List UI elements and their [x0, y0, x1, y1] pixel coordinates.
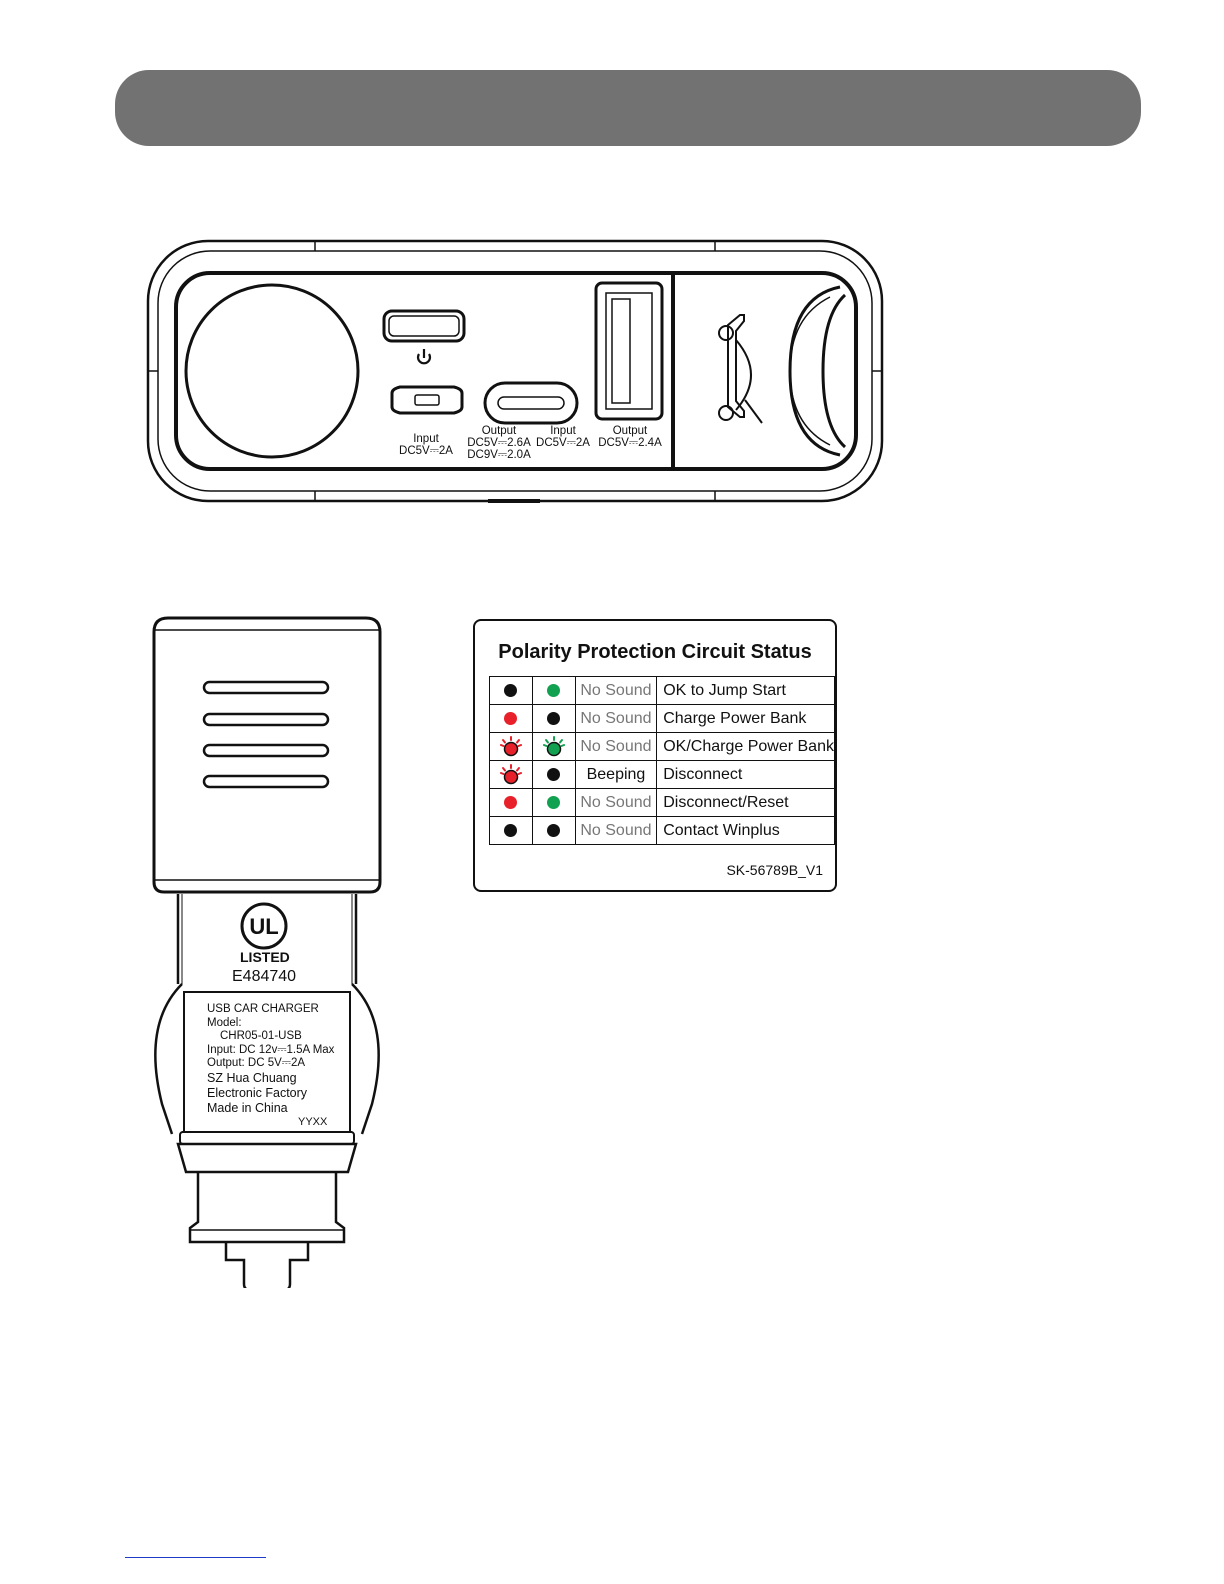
port-rating: DC5V⎓2A: [536, 437, 590, 449]
led-dot-icon: [504, 823, 518, 837]
port-rating: DC5V⎓2.4A: [598, 437, 662, 449]
led-red-indicator: [489, 760, 533, 789]
led-red-indicator: [489, 788, 533, 817]
led-dot-icon: [547, 711, 561, 725]
led-green-indicator: [531, 732, 576, 761]
meaning-cell: Contact Winplus: [656, 816, 835, 845]
meaning-cell: Disconnect: [656, 760, 835, 789]
polarity-status-card: Polarity Protection Circuit Status No So…: [473, 619, 837, 892]
label-line: Input: DC 12v⎓1.5A Max: [207, 1043, 335, 1056]
flashing-led-icon: [542, 735, 565, 758]
sound-cell: No Sound: [574, 704, 658, 733]
port-label-usb-c-output: Output DC5V⎓2.6A DC9V⎓2.0A: [464, 425, 534, 461]
label-line: SZ Hua Chuang: [207, 1070, 297, 1085]
sound-cell: No Sound: [574, 816, 658, 845]
usb-car-charger-illustration: UL: [152, 616, 382, 1288]
ul-listed-text: LISTED: [240, 949, 290, 965]
port-rating: DC5V⎓2A: [399, 445, 453, 457]
port-rating-secondary: DC9V⎓2.0A: [467, 449, 531, 461]
led-green-indicator: [531, 760, 576, 789]
led-green-indicator: [531, 704, 576, 733]
meaning-cell: Charge Power Bank: [656, 704, 835, 733]
port-direction: Input: [413, 433, 439, 445]
status-title: Polarity Protection Circuit Status: [498, 641, 812, 663]
label-line: Output: DC 5V⎓2A: [207, 1057, 306, 1069]
sound-cell: No Sound: [574, 676, 658, 705]
jump-starter-front-panel: [146, 239, 884, 503]
led-dot-icon: [547, 683, 561, 697]
charger-rating-label: USB CAR CHARGER Model: CHR05-01-USB Inpu…: [207, 1003, 334, 1116]
label-line: Made in China: [207, 1100, 288, 1115]
power-icon: [416, 349, 432, 365]
led-red-indicator: [489, 732, 533, 761]
meaning-cell: OK to Jump Start: [656, 676, 835, 705]
header-bar: [115, 70, 1141, 146]
led-dot-icon: [547, 767, 561, 781]
led-dot-icon: [504, 795, 518, 809]
led-green-indicator: [531, 816, 576, 845]
sound-cell: Beeping: [574, 760, 658, 789]
flashing-led-icon: [499, 763, 522, 786]
label-line: CHR05-01-USB: [220, 1030, 302, 1042]
label-line: USB CAR CHARGER: [207, 1003, 319, 1015]
led-red-indicator: [489, 676, 533, 705]
led-green-indicator: [531, 788, 576, 817]
led-green-indicator: [531, 676, 576, 705]
led-dot-icon: [547, 795, 561, 809]
led-dot-icon: [504, 711, 518, 725]
ul-logo: UL: [240, 902, 288, 950]
ul-file-number: E484740: [232, 968, 297, 985]
port-label-usb-a: Output DC5V⎓2.4A: [596, 425, 664, 449]
label-line: Model:: [207, 1016, 242, 1029]
led-red-indicator: [489, 704, 533, 733]
port-direction: Input: [550, 425, 576, 437]
ul-logo-mark: UL: [249, 914, 278, 939]
port-rating: DC5V⎓2.6A: [467, 437, 531, 449]
led-dot-icon: [504, 683, 518, 697]
led-dot-icon: [547, 823, 561, 837]
meaning-cell: Disconnect/Reset: [656, 788, 835, 817]
footer-link-underline: [125, 1557, 266, 1558]
meaning-cell: OK/Charge Power Bank: [656, 732, 835, 761]
status-code: SK-56789B_V1: [726, 862, 823, 878]
date-code: YYXX: [298, 1116, 328, 1128]
port-direction: Output: [481, 425, 517, 437]
sound-cell: No Sound: [574, 732, 658, 761]
flashing-led-icon: [499, 735, 522, 758]
led-red-indicator: [489, 816, 533, 845]
label-line: Electronic Factory: [207, 1085, 308, 1100]
sound-cell: No Sound: [574, 788, 658, 817]
port-label-micro-usb: Input DC5V⎓2A: [396, 433, 456, 457]
port-label-usb-c-input: Input DC5V⎓2A: [533, 425, 593, 449]
port-direction: Output: [612, 425, 648, 437]
